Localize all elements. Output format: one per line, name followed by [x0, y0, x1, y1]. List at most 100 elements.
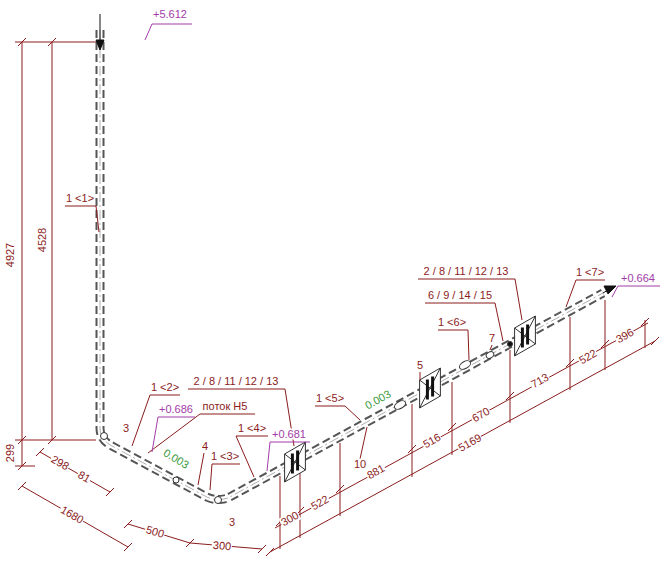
- flange-symbol: [420, 368, 441, 408]
- callout-number: 7: [488, 333, 496, 344]
- dimension-line: [15, 440, 96, 441]
- callout-number: 1 <7>: [575, 267, 605, 278]
- pipe-fitting: [101, 433, 108, 440]
- dimension-line: [448, 423, 456, 431]
- pipe-fitting: [215, 497, 222, 504]
- callout-number: 4: [201, 441, 209, 452]
- dimension-line: [52, 42, 53, 440]
- dimension: 4528: [37, 227, 48, 253]
- leader-line: [315, 406, 360, 420]
- callout-number: 1 <1>: [65, 193, 95, 204]
- dimension-line: [18, 462, 26, 470]
- dimension-line: [15, 466, 35, 467]
- dimension-line: [18, 482, 26, 490]
- callout-number: 1 <4>: [237, 423, 267, 434]
- dimension-line: [510, 350, 511, 423]
- dimension-line: [128, 524, 190, 543]
- dimension-line: [340, 443, 341, 516]
- flow-arrow: [96, 14, 616, 294]
- elevation-mark: +0.681: [271, 429, 307, 440]
- dimension-line: [36, 448, 44, 456]
- callout-number: 2 / 8 / 11 / 12 / 13: [423, 266, 510, 277]
- dimension-line: [15, 42, 100, 43]
- dimension: 4927: [5, 242, 16, 268]
- slope-mark: 0.003: [161, 447, 192, 472]
- dimension-line: [300, 465, 301, 538]
- dimension-line: [336, 485, 344, 493]
- callout-number: 3: [228, 517, 236, 528]
- elevation-mark: +5.612: [152, 9, 188, 20]
- leader-line: [420, 372, 421, 380]
- flange-symbol: [285, 442, 306, 482]
- dimension: 713: [528, 371, 551, 390]
- leader-line: [490, 345, 492, 350]
- elevation-marker: [267, 442, 310, 471]
- callout-number: 1 <3>: [210, 451, 240, 462]
- callout-number: 5: [416, 360, 424, 371]
- dimension-line: [124, 543, 132, 551]
- elevation-marker: [145, 24, 192, 40]
- elevation-mark: +0.664: [620, 273, 656, 284]
- dimension-line: [412, 404, 413, 477]
- callout-number: 2 / 8 / 11 / 12 / 13: [193, 376, 280, 387]
- dimension: 881: [364, 462, 387, 481]
- dimension: 522: [576, 347, 599, 366]
- dimension-line: [48, 38, 56, 46]
- dimension-line: [266, 548, 274, 556]
- dimension-line: [280, 476, 281, 549]
- dimension-line: [452, 382, 453, 455]
- dimension-line: [506, 392, 514, 400]
- callout-number: 1 <5>: [315, 393, 345, 404]
- leader-line: [236, 436, 268, 477]
- dimension-line: [22, 486, 128, 547]
- dimension-line: [408, 445, 416, 453]
- pipe: [100, 30, 603, 500]
- pipe: [100, 30, 603, 500]
- dimension-line: [275, 323, 648, 528]
- flange-symbol: [515, 316, 536, 356]
- dimension: 81: [75, 469, 93, 486]
- flow-note: поток Н5: [202, 401, 249, 412]
- elevation-marker: [612, 286, 660, 297]
- pipe-fitting: [508, 342, 513, 347]
- dimension-line: [258, 545, 266, 553]
- elevation-marker: [152, 417, 195, 452]
- slope-mark: 0.003: [362, 388, 393, 412]
- dimension-line: [605, 300, 606, 370]
- leader-line: [438, 330, 469, 360]
- dimension-line: [645, 320, 646, 348]
- dimension: 299: [5, 443, 16, 463]
- pipe-fitting: [173, 477, 179, 483]
- pipe-fitting: [101, 342, 513, 504]
- leader-line: [198, 453, 204, 485]
- dimension-line: [18, 436, 26, 444]
- callout-number: 1 <2>: [150, 382, 180, 393]
- dimension: 1680: [58, 504, 86, 527]
- pipe: [100, 30, 603, 500]
- dimension-line: [641, 318, 649, 326]
- dimension-line: [22, 42, 23, 466]
- pipe: [100, 30, 603, 500]
- leader-line: [566, 280, 605, 307]
- leader-line: [148, 414, 255, 453]
- leader-line: [418, 279, 522, 320]
- dimension-line: [570, 317, 571, 390]
- dimension-line: [601, 340, 609, 348]
- pipe-fitting: [458, 359, 472, 371]
- dimension-line: [566, 359, 574, 367]
- dimension: 298: [48, 453, 71, 473]
- pipe-fitting: [393, 399, 407, 411]
- callout-number: 6 / 9 / 14 / 15: [427, 290, 493, 301]
- leader-line: [360, 427, 367, 459]
- leader-line: [65, 206, 605, 490]
- elevation-marker: [145, 24, 660, 471]
- dimension: 500: [144, 524, 167, 540]
- dimension-line: [186, 539, 194, 547]
- flow-arrow: [96, 40, 104, 50]
- dimension: 300: [211, 540, 232, 553]
- dimension-line: [15, 38, 659, 556]
- dimension-line: [651, 337, 659, 345]
